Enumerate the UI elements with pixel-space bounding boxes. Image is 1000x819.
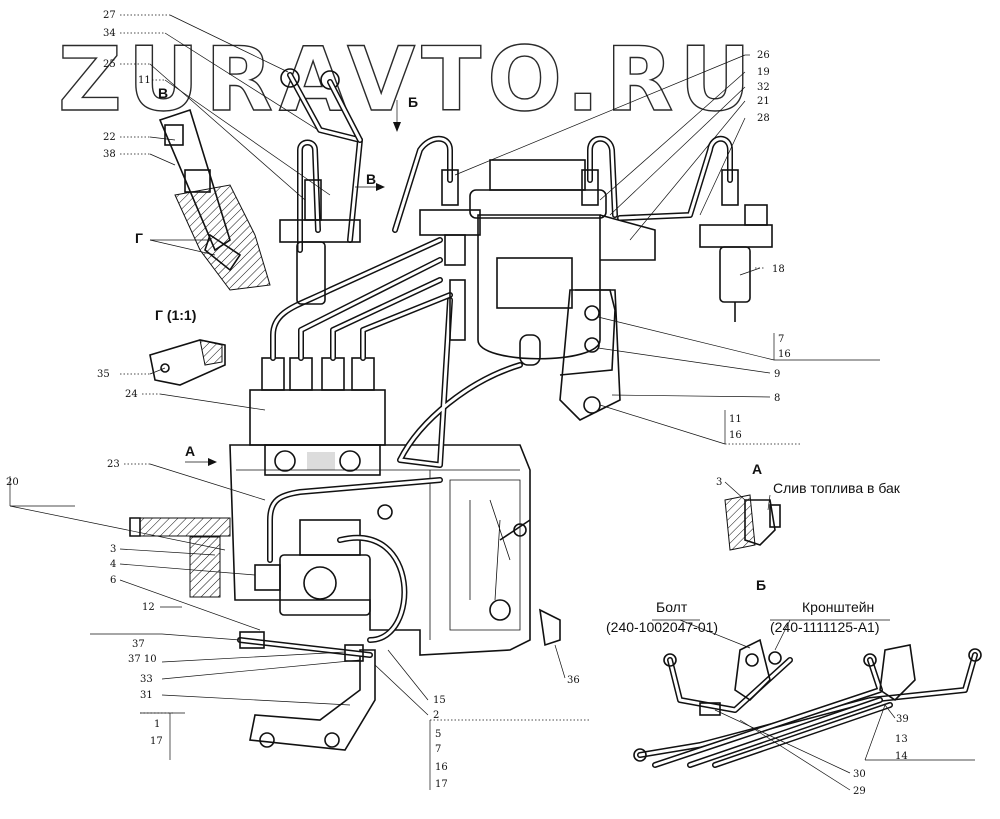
bolt-code: (240-1002047-01) <box>606 619 718 635</box>
main-pump-drawing <box>129 68 773 751</box>
callout-17-bottom: 17 <box>435 779 448 790</box>
callout-34: 34 <box>103 28 116 39</box>
section-label-b-detail: Б <box>756 577 766 593</box>
callout-4: 4 <box>110 559 116 570</box>
callout-8: 8 <box>774 393 780 404</box>
section-label-b-arrow: Б <box>408 94 418 110</box>
callout-19: 19 <box>757 67 770 78</box>
callout-32: 32 <box>757 82 770 93</box>
section-label-a-arrow: А <box>185 443 195 459</box>
callout-3: 3 <box>110 544 116 555</box>
callout-16-bottom: 16 <box>435 762 448 773</box>
callout-7-bottom: 7 <box>435 744 441 755</box>
callout-3-right: 3 <box>716 477 722 488</box>
callout-33: 33 <box>140 674 153 685</box>
callout-37-10: 37 10 <box>128 654 157 665</box>
callout-30: 30 <box>853 769 866 780</box>
section-label-v-top: В <box>158 85 168 101</box>
callout-14: 14 <box>895 751 908 762</box>
bolt-title: Болт <box>656 599 688 615</box>
callout-2: 2 <box>433 710 439 721</box>
callout-25: 25 <box>103 59 116 70</box>
callout-5: 5 <box>435 729 441 740</box>
callout-16: 16 <box>778 349 791 360</box>
callout-29: 29 <box>853 786 866 797</box>
detail-view-v <box>158 108 271 291</box>
callout-35: 35 <box>97 369 110 380</box>
callout-37: 37 <box>132 639 145 650</box>
callout-11: 11 <box>138 75 151 86</box>
callout-26: 26 <box>757 50 770 61</box>
callout-6: 6 <box>110 575 116 586</box>
callout-31: 31 <box>140 690 153 701</box>
callout-22: 22 <box>103 132 116 143</box>
callout-16-right: 16 <box>729 430 742 441</box>
callout-9: 9 <box>774 369 780 380</box>
leader-lines <box>9 14 975 791</box>
fuel-drain-label: Слив топлива в бак <box>773 480 901 496</box>
bracket-code: (240-1111125-А1) <box>770 619 879 635</box>
callout-17: 17 <box>150 736 163 747</box>
watermark-text: ZURAVTO.RU <box>58 28 757 131</box>
detail-view-g <box>149 339 226 386</box>
callout-13: 13 <box>895 734 908 745</box>
bracket-title: Кронштейн <box>802 599 874 615</box>
callout-1: 1 <box>154 719 160 730</box>
detail-view-a <box>724 494 781 551</box>
callout-27: 27 <box>103 10 116 21</box>
section-label-v-arrow: В <box>366 171 376 187</box>
callout-36: 36 <box>567 675 580 686</box>
callout-12: 12 <box>142 602 155 613</box>
callout-21: 21 <box>757 96 770 107</box>
callout-39: 39 <box>896 714 909 725</box>
section-label-a-detail: А <box>752 461 762 477</box>
detail-view-b <box>633 638 982 768</box>
section-label-g: Г <box>135 230 143 246</box>
callout-20: 20 <box>6 477 19 488</box>
callout-28: 28 <box>757 113 770 124</box>
callout-18: 18 <box>772 264 785 275</box>
section-label-g-scale: Г (1:1) <box>155 307 196 323</box>
callout-23: 23 <box>107 459 120 470</box>
callout-7: 7 <box>778 334 784 345</box>
callout-numbers: 27 34 25 11 22 38 35 24 23 20 3 4 6 12 3… <box>6 10 909 797</box>
callout-15: 15 <box>433 695 446 706</box>
callout-11-right: 11 <box>729 414 742 425</box>
callout-38: 38 <box>103 149 116 160</box>
callout-24: 24 <box>125 389 138 400</box>
